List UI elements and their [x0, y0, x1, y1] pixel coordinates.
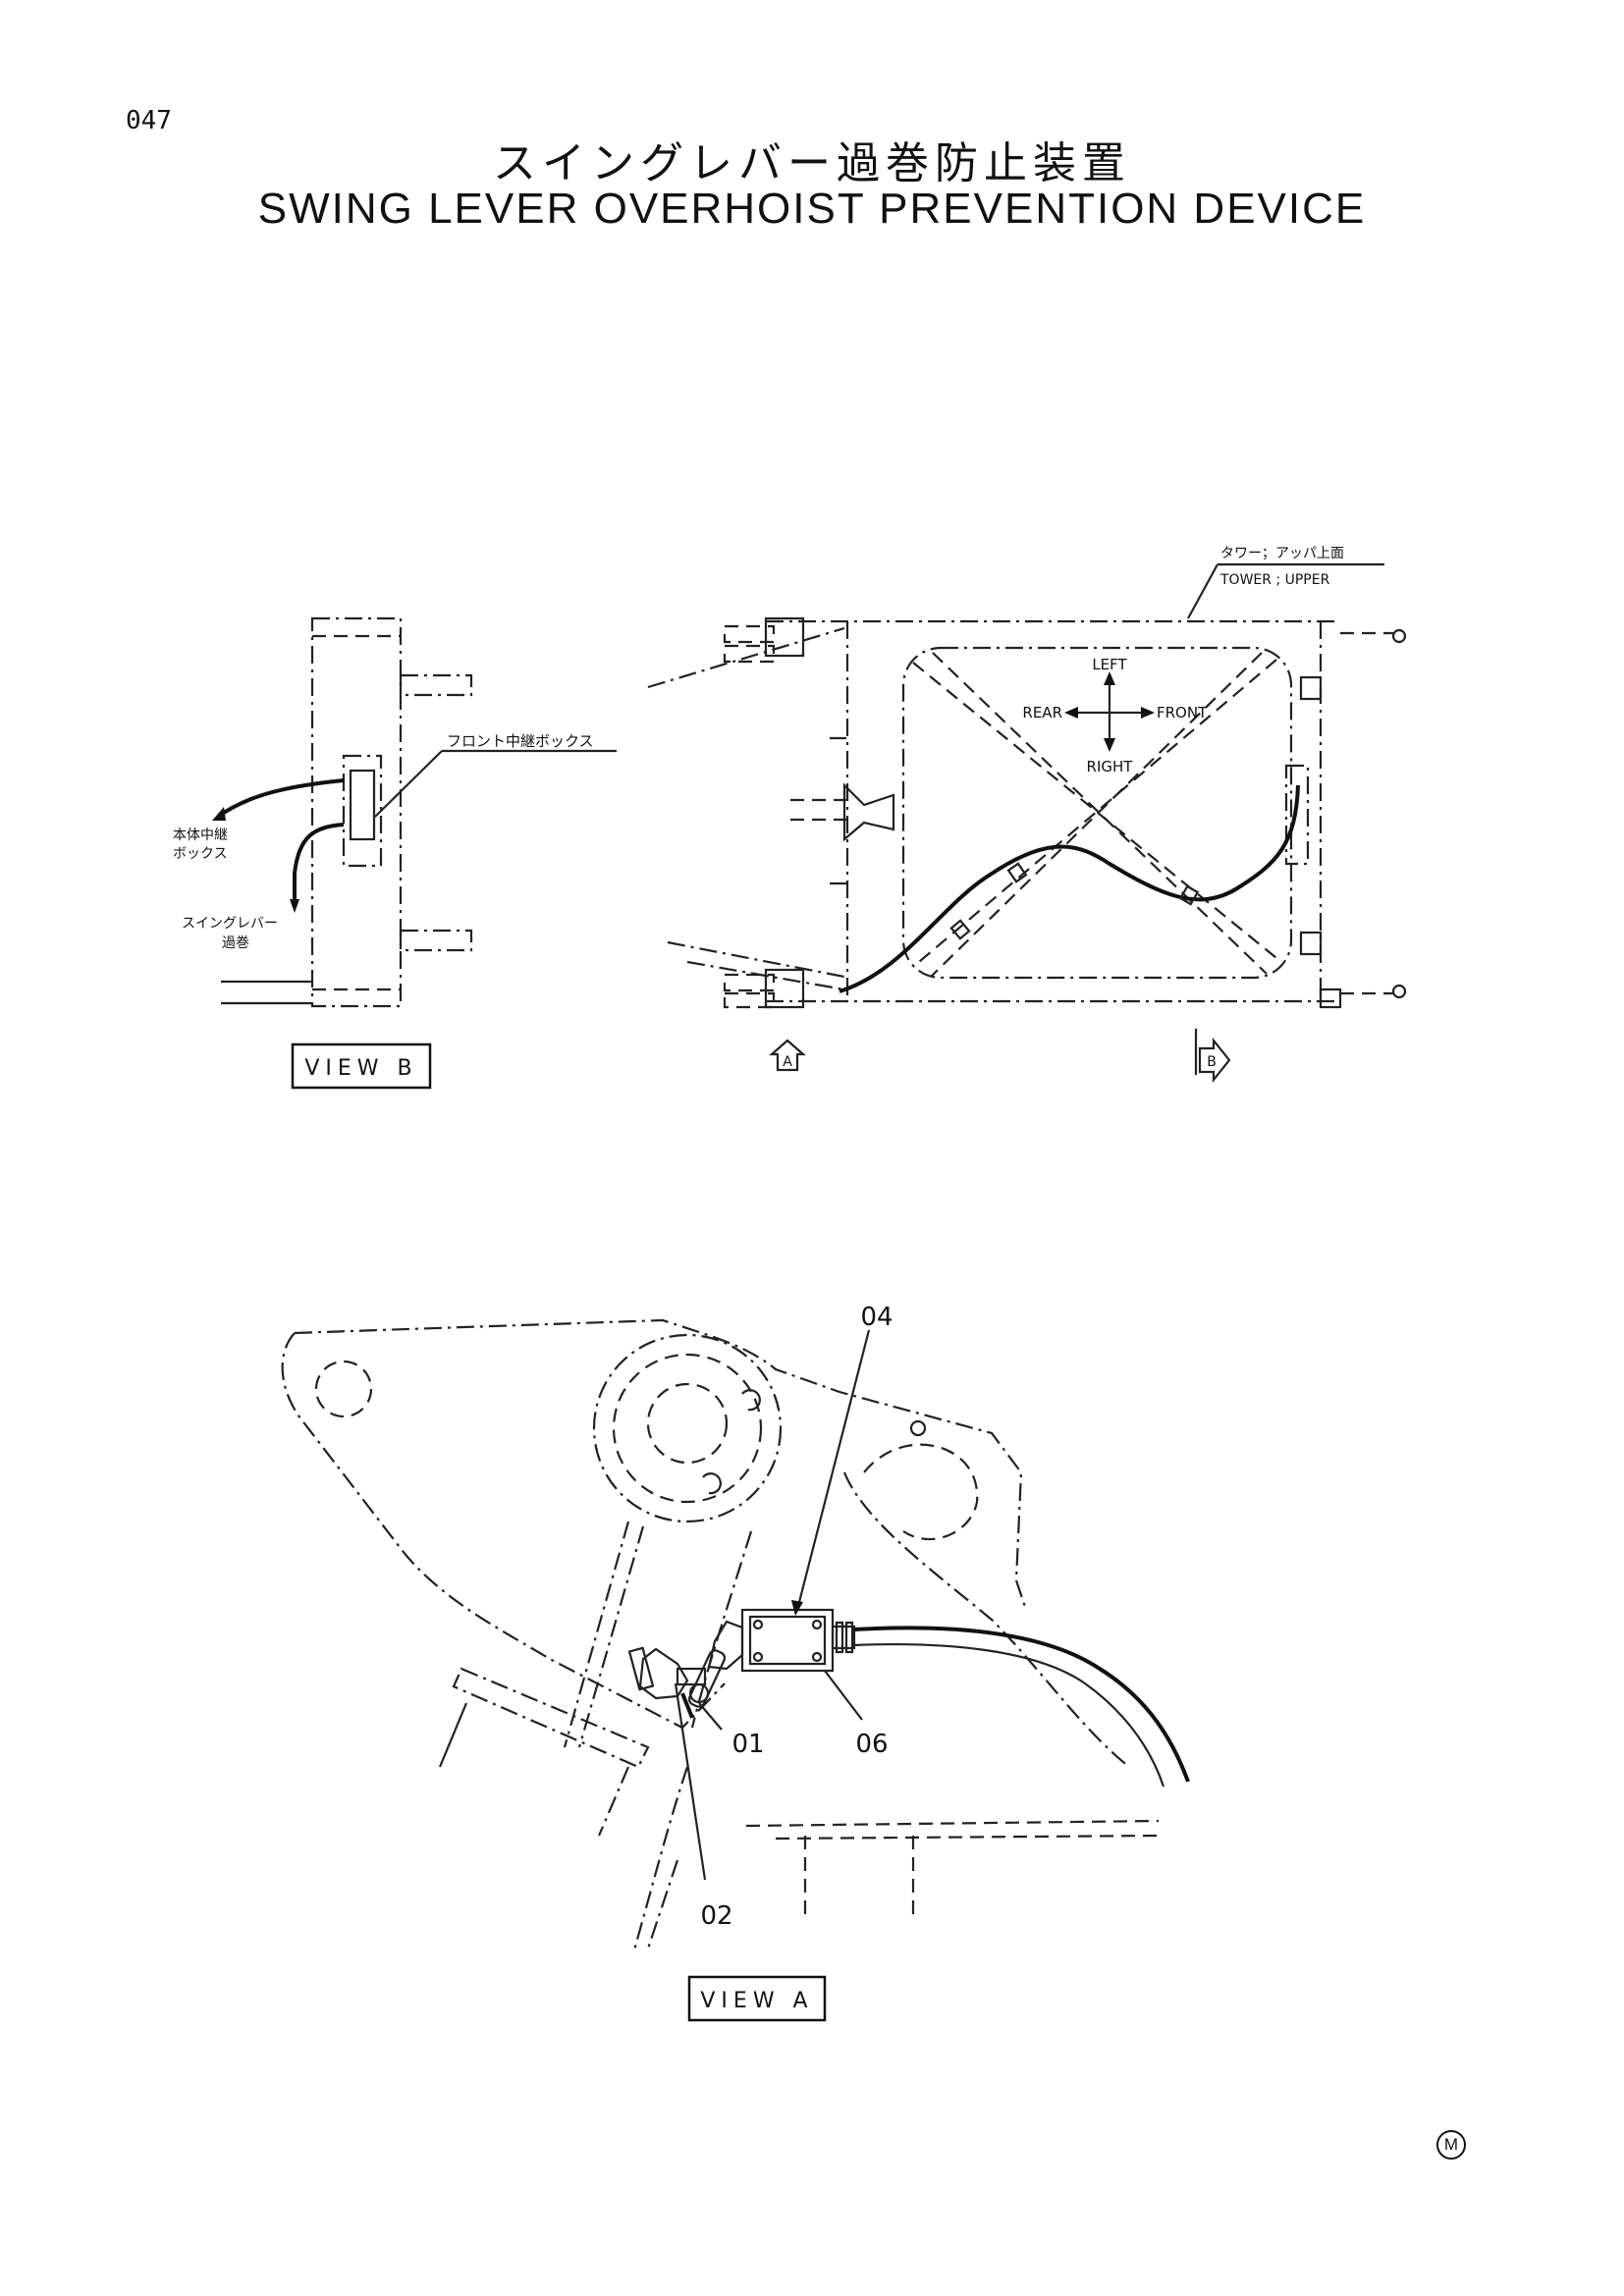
- tower-inner-frame: [901, 646, 1293, 980]
- title-japanese: スイングレバー過巻防止装置: [493, 138, 1131, 188]
- view-a-label-box: [687, 1975, 827, 2022]
- view-a-drawing: 04 01 06 02 VIEW A: [281, 1303, 1190, 2022]
- leader-04: [795, 1329, 871, 1611]
- pin-boss-inner: [646, 1382, 729, 1465]
- view-b-callout-swing-1: スイングレバー: [182, 916, 278, 932]
- limit-switch-body: [740, 1608, 835, 1673]
- page-number: 047: [126, 106, 172, 135]
- lever-shaft: [563, 1521, 630, 1748]
- base-line-upper: [745, 1819, 1160, 1828]
- leader-06: [824, 1670, 863, 1721]
- bracket-outline-top: [294, 1318, 1028, 1611]
- view-marker-b-arrow: [1194, 1029, 1231, 1084]
- part-number-01: 01: [731, 1730, 764, 1759]
- top-view-cable: [839, 784, 1300, 993]
- dir-right: RIGHT: [1087, 758, 1134, 775]
- tower-x-brace-2: [912, 659, 1277, 968]
- part-number-04: 04: [860, 1303, 893, 1332]
- view-b-label: VIEW B: [304, 1056, 417, 1081]
- striker-dog: [638, 1647, 689, 1700]
- view-marker-a-arrow: [769, 1039, 806, 1072]
- footer-manufacturer-mark: M: [1436, 2130, 1466, 2160]
- view-b-callout-body-box-1: 本体中継: [173, 828, 228, 843]
- view-a-label: VIEW A: [700, 1989, 813, 2013]
- view-b-callout-swing-2: 過巻: [222, 935, 249, 951]
- part-number-06: 06: [855, 1730, 888, 1759]
- dir-left: LEFT: [1092, 656, 1127, 673]
- view-b-cable-upper: [216, 778, 345, 819]
- pin-boss-outer: [592, 1333, 783, 1523]
- lever-cross-plate: [452, 1667, 650, 1769]
- view-marker-b: B: [1207, 1054, 1217, 1070]
- view-b-callout-front-box: フロント中継ボックス: [447, 732, 594, 750]
- leader-02: [674, 1682, 707, 1881]
- leader-01: [698, 1702, 723, 1731]
- switch-cable: [853, 1626, 1190, 1783]
- bracket-outline-left: [281, 1332, 726, 1730]
- view-b-front-relay-box: [342, 754, 383, 868]
- view-marker-a: A: [783, 1054, 792, 1070]
- pin-hole-left: [314, 1360, 373, 1418]
- view-b-callout-body-box-2: ボックス: [173, 846, 228, 862]
- part-number-02: 02: [700, 1901, 732, 1931]
- dir-front: FRONT: [1157, 704, 1208, 721]
- view-b-tower-outline: [310, 616, 403, 1008]
- tower-x-brace-1: [912, 662, 1282, 963]
- view-b-leader-line: [374, 750, 443, 818]
- view-b-label-box: [291, 1042, 432, 1090]
- tower-callout-jp: タワー；アッパ上面: [1220, 546, 1344, 561]
- view-b-drawing: フロント中継ボックス 本体中継 ボックス スイングレバー 過巻 VIEW B: [173, 616, 617, 1090]
- view-b-cable-lower: [293, 823, 345, 901]
- top-view-drawing: LEFT RIGHT REAR FRONT タワー；アッパ上面 TOWER ; …: [647, 546, 1407, 1084]
- tower-callout-en: TOWER ; UPPER: [1219, 572, 1330, 588]
- dir-rear: REAR: [1022, 704, 1062, 721]
- title-english: SWING LEVER OVERHOIST PREVENTION DEVICE: [257, 185, 1367, 233]
